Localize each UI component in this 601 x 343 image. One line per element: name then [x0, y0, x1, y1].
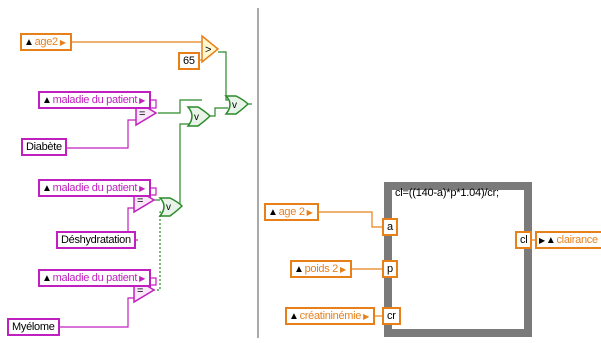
house-icon: ▲ — [24, 37, 34, 48]
svg-text:=: = — [137, 195, 143, 207]
age-threshold-constant[interactable]: 65 — [178, 52, 200, 70]
diabetes-constant[interactable]: Diabète — [21, 138, 67, 156]
output-arrow-icon: ▶ — [306, 208, 313, 217]
gt-symbol: > — [205, 44, 211, 56]
disease-control-3[interactable]: ▲maladie du patient▶ — [38, 269, 151, 287]
myeloma-constant[interactable]: Myélome — [7, 318, 60, 336]
formula-output-cl[interactable]: cl — [515, 231, 533, 249]
house-icon: ▲ — [42, 273, 52, 284]
input-arrow-icon: ▶ — [539, 236, 545, 245]
formula-text: cl=((140-a)*p*1.04)/cr; — [395, 187, 499, 199]
creatinine-control[interactable]: ▲créatininémie▶ — [285, 307, 375, 325]
age-control-right[interactable]: ▲age 2▶ — [264, 203, 319, 221]
svg-text:=: = — [137, 285, 143, 297]
house-icon: ▲ — [294, 264, 304, 275]
disease-control-2[interactable]: ▲maladie du patient▶ — [38, 179, 151, 197]
dehydration-constant[interactable]: Déshydratation — [56, 231, 136, 249]
svg-text:v: v — [232, 100, 237, 111]
svg-text:v: v — [194, 112, 199, 123]
output-arrow-icon: ▶ — [363, 312, 369, 321]
output-arrow-icon: ▶ — [59, 38, 66, 47]
greater-than-node[interactable]: > — [201, 34, 220, 64]
house-icon: ▲ — [545, 235, 556, 246]
formula-node[interactable] — [384, 182, 532, 337]
svg-text:=: = — [139, 108, 145, 120]
formula-input-cr[interactable]: cr — [382, 307, 401, 325]
output-arrow-icon: ▶ — [139, 96, 145, 105]
weight-control[interactable]: ▲poids 2▶ — [290, 260, 352, 278]
formula-input-p[interactable]: p — [382, 260, 398, 278]
output-arrow-icon: ▶ — [339, 265, 346, 274]
or-node-3[interactable]: v — [158, 197, 184, 217]
output-arrow-icon: ▶ — [139, 184, 145, 193]
house-icon: ▲ — [42, 183, 52, 194]
boolean-wires-left — [153, 51, 228, 291]
output-arrow-icon: ▶ — [139, 274, 145, 283]
disease-control-1[interactable]: ▲maladie du patient▶ — [38, 91, 151, 109]
svg-text:v: v — [166, 202, 171, 213]
house-icon: ▲ — [268, 207, 278, 218]
age-control-left[interactable]: ▲age2▶ — [20, 33, 72, 51]
house-icon: ▲ — [42, 95, 52, 106]
or-node-1[interactable]: v — [186, 106, 212, 127]
house-icon: ▲ — [289, 311, 299, 322]
or-node-2[interactable]: v — [224, 95, 252, 115]
clearance-indicator[interactable]: ▶▲clairance — [535, 231, 601, 249]
formula-input-a[interactable]: a — [382, 218, 398, 236]
